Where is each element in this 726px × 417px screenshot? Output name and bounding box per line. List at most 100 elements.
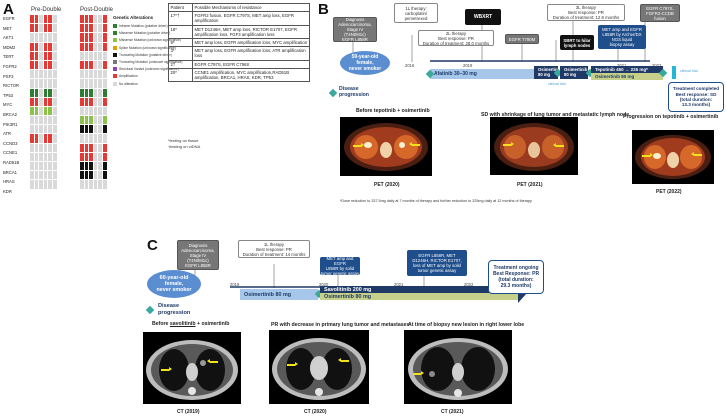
c-caption-before-post: + osimertinib <box>195 321 230 327</box>
oncoprint-cell <box>84 70 89 79</box>
c-egfr-text: EGFR L858R, MET D1246H, RICTOR E1707, lo… <box>412 253 462 273</box>
legend-item: Missense Mutation (unknown significance) <box>113 38 181 43</box>
legend-label: Inframe Mutation (putative driver) <box>119 24 168 28</box>
oncoprint-cell <box>80 143 84 152</box>
gene-label: MET <box>3 25 12 31</box>
oncoprint-cell <box>80 42 84 51</box>
oncoprint-cell <box>80 152 84 161</box>
oncoprint-cell <box>34 152 39 161</box>
oncoprint-cell <box>30 51 34 60</box>
oncoprint-cell <box>43 125 48 134</box>
oncoprint-cell <box>48 24 52 33</box>
pet-2020-label: PET (2020) <box>374 182 400 188</box>
oncoprint-cell <box>39 60 43 70</box>
oncoprint-cell <box>98 162 102 171</box>
oncoprint-cell <box>93 24 98 33</box>
oncoprint-cell <box>102 97 107 106</box>
oncoprint-cell <box>98 24 102 33</box>
oncoprint-cell <box>93 79 98 88</box>
oncoprint-cell <box>80 125 84 134</box>
oncoprint-cell <box>84 152 89 161</box>
oncoprint-cell <box>52 24 57 33</box>
oncoprint-cell <box>48 79 52 88</box>
panel-c-letter: C <box>147 237 158 254</box>
oncoprint-cell <box>102 106 107 116</box>
mechanism-cell: CCNE1 amplification, MYC amplification,R… <box>192 67 310 83</box>
b-egfr-c797s-text: EGFR C797S, FGFR2-CCDB fusion <box>646 5 674 21</box>
oncoprint-cell <box>80 51 84 60</box>
oncoprint-cell <box>48 116 52 125</box>
legend-label: Missense Mutation (unknown significance) <box>119 38 181 43</box>
oncoprint-cell <box>98 125 102 134</box>
oncoprint-cell <box>84 171 89 180</box>
b-diagnosis-box: Diagnosis Adenocarcinoma, Stage IV (T4N0… <box>333 17 377 42</box>
c-osimertinib-bar-left: Osimertinib 80 mg <box>240 289 318 300</box>
gene-label: ATR <box>3 131 12 137</box>
c-egfr-box: EGFR L858R, MET D1246H, RICTOR E1707, lo… <box>407 250 467 276</box>
oncoprint-cell <box>52 88 57 97</box>
b-osimertinib-bar-2: Osimertinib 80 mg <box>560 66 588 79</box>
patient-id: 9* <box>168 38 193 48</box>
oncoprint-cell <box>48 70 52 79</box>
yellow-arrow-icon <box>642 153 653 158</box>
oncoprint-cell <box>93 97 98 106</box>
oncoprint-cell <box>80 134 84 143</box>
oncoprint-cell <box>52 143 57 152</box>
ct-2020-scan <box>272 338 366 400</box>
oncoprint-cell <box>43 171 48 180</box>
gene-label: PSF3 <box>3 73 14 79</box>
yellow-arrow-icon <box>553 143 564 148</box>
gene-label: MYC <box>3 102 13 108</box>
oncoprint-cell <box>98 171 102 180</box>
pet-2020-scan <box>344 123 428 171</box>
oncoprint-cell <box>48 88 52 97</box>
b-sbrt-text: SBRT to hilar lymph nodes <box>563 37 591 48</box>
b-caption-progression: Progression on tepotinib + osimertinib <box>623 114 719 120</box>
oncoprint-cell <box>89 33 93 42</box>
gene-label: CCND3 <box>3 140 18 146</box>
oncoprint-cell <box>52 15 57 24</box>
oncoprint-cell <box>34 15 39 24</box>
b-year-2022: 2022 <box>652 63 661 68</box>
pet-2022-label: PET (2022) <box>656 189 682 195</box>
oncoprint-cell <box>98 152 102 161</box>
oncoprint-cell <box>39 88 43 97</box>
b-year-2021: 2021 <box>617 63 626 68</box>
c-caption-before-pre: Before <box>152 321 170 327</box>
oncoprint-cell <box>39 125 43 134</box>
oncoprint-cell <box>98 97 102 106</box>
oncoprint-cell <box>30 125 34 134</box>
oncoprint-cell <box>89 51 93 60</box>
oncoprint-cell <box>52 125 57 134</box>
pet-2022-image <box>632 130 714 184</box>
oncoprint-cell <box>93 143 98 152</box>
ct-2019-image <box>143 332 241 404</box>
oncoprint-cell <box>34 79 39 88</box>
oncoprint-cell <box>80 162 84 171</box>
gene-label: HRAS <box>3 179 15 185</box>
oncoprint-cell <box>52 33 57 42</box>
oncoprint-cell <box>89 24 93 33</box>
b-3l-therapy-text: 3L therapy Best response: PR Duration of… <box>552 5 620 20</box>
oncoprint-cell <box>34 33 39 42</box>
c-caption-biopsy: At time of biopsy new lesion in right lo… <box>408 322 525 328</box>
pet-2021-image <box>490 117 578 175</box>
gene-label: FGFR2 <box>3 63 17 69</box>
oncoprint-cell <box>89 60 93 70</box>
oncoprint-cell <box>39 106 43 116</box>
oncoprint-cell <box>98 180 102 189</box>
mechanism-cell: MET amp loss, EGFR amplification loss, A… <box>192 46 310 61</box>
oncoprint-cell <box>30 33 34 42</box>
oncoprint-cell <box>52 42 57 51</box>
oncoprint-cell <box>30 143 34 152</box>
oncoprint-cell <box>80 60 84 70</box>
oncoprint-cell <box>93 152 98 161</box>
oncoprint-cell <box>30 134 34 143</box>
legend-item: Missense Mutation (putative driver) <box>113 31 170 36</box>
oncoprint-cell <box>102 15 107 24</box>
oncoprint-cell <box>84 143 89 152</box>
oncoprint-cell <box>48 171 52 180</box>
oncoprint-cell <box>34 70 39 79</box>
legend-item: Splice Mutation (unknown significance) <box>113 45 176 50</box>
legend-swatch <box>113 24 117 28</box>
